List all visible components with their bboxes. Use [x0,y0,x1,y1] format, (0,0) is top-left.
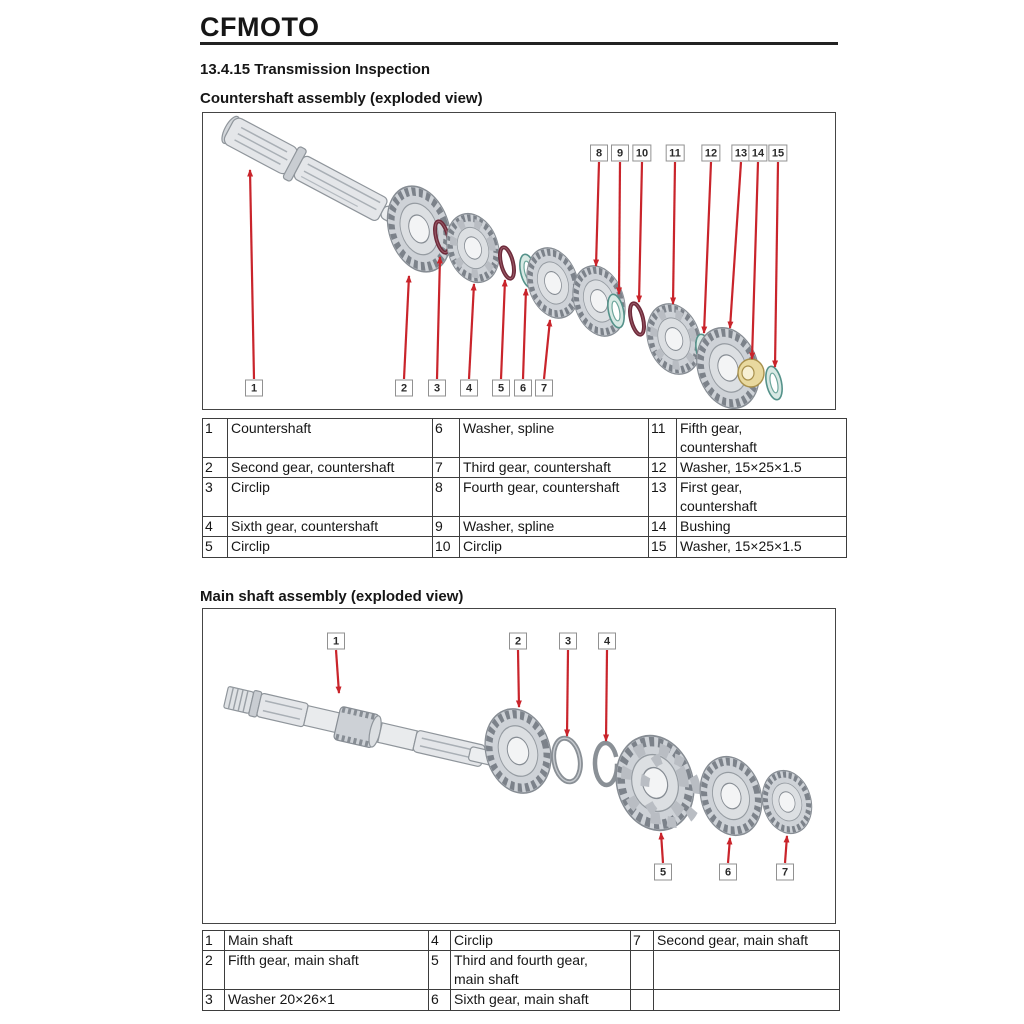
part-number: 11 [648,418,677,458]
part-name: First gear, countershaft [676,477,847,517]
brand-divider [200,42,838,45]
callout-5: 5 [654,863,672,881]
part-number: 3 [202,989,225,1011]
part-name: Sixth gear, countershaft [227,516,433,537]
sixth-gear-mainshaft-part [691,749,771,842]
part-number [630,950,654,990]
part-number: 3 [202,477,228,517]
countershaft-table: 1 Countershaft 6 Washer, spline 11 Fifth… [202,418,847,558]
part-number: 7 [630,930,654,951]
callout-7: 7 [776,863,794,881]
part-name: Main shaft [224,930,429,951]
circlip5-part [495,244,519,282]
third-fourth-gear-part [605,726,705,839]
callout-14: 14 [748,144,768,162]
part-name: Washer, spline [459,418,649,458]
circlip10-part [625,300,649,338]
callout-2: 2 [395,379,413,397]
callout-7: 7 [535,379,553,397]
mainshaft-part [223,686,504,768]
part-name [653,950,840,990]
part-number: 8 [432,477,460,517]
part-number: 10 [432,536,460,558]
mainshaft-heading: Main shaft assembly (exploded view) [200,588,464,605]
callout-11: 11 [665,144,685,162]
part-number: 4 [428,930,451,951]
callout-15: 15 [768,144,788,162]
washer3-part [550,736,583,784]
callout-8: 8 [590,144,608,162]
callout-4: 4 [460,379,478,397]
callout-6: 6 [514,379,532,397]
fifth-gear-mainshaft-part [475,701,560,801]
callout-4: 4 [598,632,616,650]
part-number [630,989,654,1011]
part-name: Bushing [676,516,847,537]
sixth-gear-part [438,207,508,290]
callout-1: 1 [327,632,345,650]
callout-5: 5 [492,379,510,397]
callout-6: 6 [719,863,737,881]
callout-2: 2 [509,632,527,650]
section-title: 13.4.15 Transmission Inspection [200,61,431,78]
part-number: 2 [202,457,228,478]
mainshaft-diagram: 1 2 3 4 5 6 7 [202,608,836,924]
part-name: Washer, spline [459,516,649,537]
part-name: Third gear, countershaft [459,457,649,478]
part-name: Fourth gear, countershaft [459,477,649,517]
callout-13: 13 [731,144,751,162]
part-name: Third and fourth gear, main shaft [450,950,631,990]
callout-1: 1 [245,379,263,397]
part-number: 13 [648,477,677,517]
callout-10: 10 [632,144,652,162]
countershaft-diagram-graphic [221,115,786,409]
part-name: Circlip [227,536,433,558]
part-name: Sixth gear, main shaft [450,989,631,1011]
part-number: 2 [202,950,225,990]
callout-3: 3 [428,379,446,397]
callout-3: 3 [559,632,577,650]
part-name: Fifth gear, countershaft [676,418,847,458]
part-name: Circlip [450,930,631,951]
part-name: Circlip [459,536,649,558]
mainshaft-diagram-graphic [223,649,835,864]
callout-12: 12 [701,144,721,162]
callout-9: 9 [611,144,629,162]
mainshaft-table: 1 Main shaft 4 Circlip 7 Second gear, ma… [202,930,840,1011]
part-name: Washer, 15×25×1.5 [676,536,847,558]
part-name: Countershaft [227,418,433,458]
part-name: Second gear, main shaft [653,930,840,951]
part-number: 6 [432,418,460,458]
part-number: 5 [428,950,451,990]
part-number: 9 [432,516,460,537]
part-name: Washer 20×26×1 [224,989,429,1011]
countershaft-diagram: 1 2 3 4 5 6 7 8 9 10 11 12 13 14 15 [202,112,836,410]
part-number: 14 [648,516,677,537]
part-name: Second gear, countershaft [227,457,433,478]
part-number: 15 [648,536,677,558]
part-name: Fifth gear, main shaft [224,950,429,990]
part-number: 12 [648,457,677,478]
part-number: 4 [202,516,228,537]
part-number: 7 [432,457,460,478]
part-number: 1 [202,930,225,951]
part-name: Circlip [227,477,433,517]
part-name: Washer, 15×25×1.5 [676,457,847,478]
part-number: 5 [202,536,228,558]
part-number: 6 [428,989,451,1011]
countershaft-part [221,115,418,234]
washer15-part [762,364,786,402]
callout-arrows [334,649,790,864]
second-gear-mainshaft-part [755,765,819,840]
countershaft-heading: Countershaft assembly (exploded view) [200,90,483,107]
part-name [653,989,840,1011]
part-number: 1 [202,418,228,458]
brand-title: CFMOTO [200,12,320,42]
bushing-part [737,358,765,388]
callout-arrows [247,161,780,380]
